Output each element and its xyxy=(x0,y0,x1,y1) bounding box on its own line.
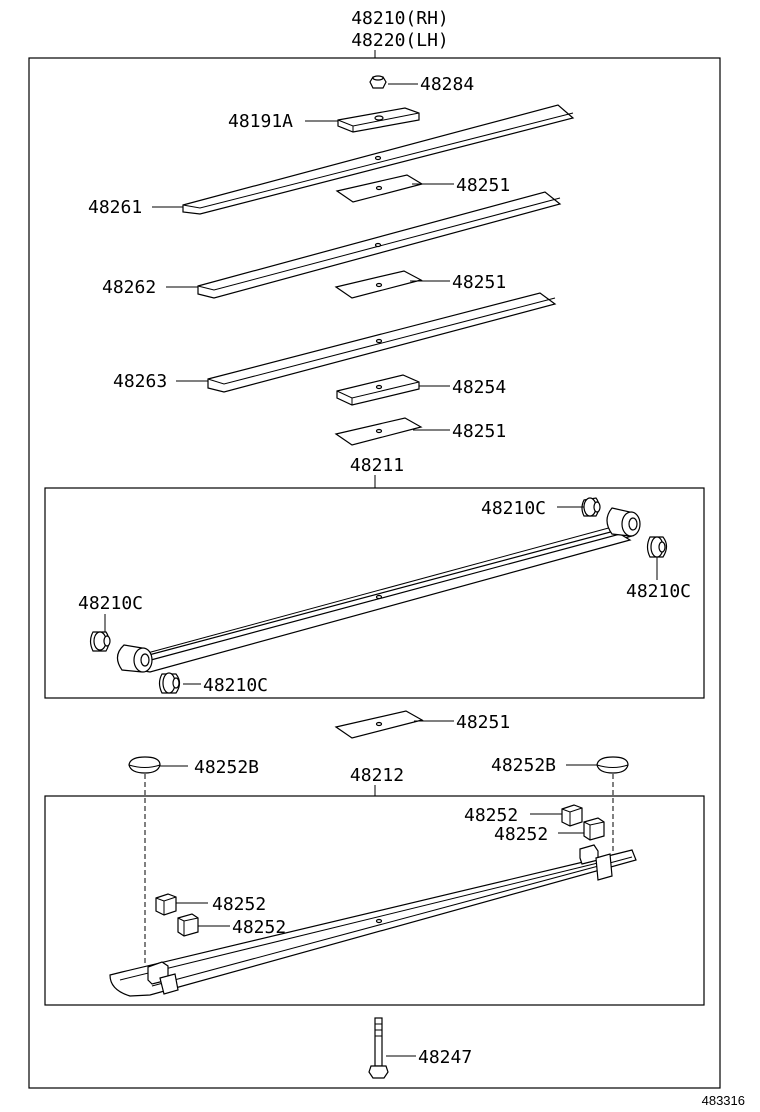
label-clamp-plate: 48191A xyxy=(228,111,293,132)
bushing-top-right-part xyxy=(581,497,601,517)
spacer-part xyxy=(336,374,420,406)
label-bumper-right: 48252B xyxy=(491,755,556,776)
assembly-label-rh: 48210(RH) xyxy=(351,8,449,29)
label-bumper-left: 48252B xyxy=(194,757,259,778)
label-bushing-bottom: 48210C xyxy=(203,675,268,696)
label-insert-4: 48251 xyxy=(456,712,510,733)
label-spacer: 48254 xyxy=(452,377,506,398)
label-insert-3: 48251 xyxy=(452,421,506,442)
label-insert-2: 48251 xyxy=(452,272,506,293)
bushing-bottom-part xyxy=(158,672,181,694)
label-insert-1: 48251 xyxy=(456,175,510,196)
bushing-left-part xyxy=(89,631,111,652)
clip-d-part xyxy=(177,913,199,937)
label-clip-d: 48252 xyxy=(232,917,286,938)
clip-c-part xyxy=(155,893,177,916)
label-nut: 48284 xyxy=(420,74,474,95)
leaf-1-part xyxy=(182,104,575,215)
insert-3-part xyxy=(334,417,423,446)
bushing-right-part xyxy=(646,536,668,558)
label-leaf-2: 48262 xyxy=(102,277,156,298)
lower-leaf-part xyxy=(109,844,637,997)
clamp-plate-part xyxy=(337,107,420,133)
leaf-2-part xyxy=(197,191,562,299)
figure-number: 483316 xyxy=(702,1093,745,1108)
label-bushing-right: 48210C xyxy=(626,581,691,602)
label-main-leaf-group: 48211 xyxy=(350,455,404,476)
label-center-bolt: 48247 xyxy=(418,1047,472,1068)
label-clip-c: 48252 xyxy=(212,894,266,915)
nut-part xyxy=(369,75,387,89)
assembly-frame xyxy=(28,57,721,1089)
insert-2-part xyxy=(334,270,423,299)
bumper-right-part xyxy=(596,756,629,774)
label-clip-a: 48252 xyxy=(464,805,518,826)
insert-1-part xyxy=(335,174,424,203)
insert-4-part xyxy=(334,710,424,739)
center-bolt-part xyxy=(368,1017,389,1079)
label-clip-b: 48252 xyxy=(494,824,548,845)
leaf-3-part xyxy=(207,292,557,393)
main-leaf-part xyxy=(116,507,641,673)
label-bushing-left: 48210C xyxy=(78,593,143,614)
bumper-left-part xyxy=(128,756,161,774)
label-leaf-1: 48261 xyxy=(88,197,142,218)
lower-leaf-box xyxy=(44,795,705,1006)
main-leaf-box xyxy=(44,487,705,699)
label-lower-leaf-group: 48212 xyxy=(350,765,404,786)
clip-b-part xyxy=(583,817,605,841)
clip-a-part xyxy=(561,804,583,827)
label-leaf-3: 48263 xyxy=(113,371,167,392)
label-bushing-top-right: 48210C xyxy=(481,498,546,519)
assembly-label-lh: 48220(LH) xyxy=(351,30,449,51)
